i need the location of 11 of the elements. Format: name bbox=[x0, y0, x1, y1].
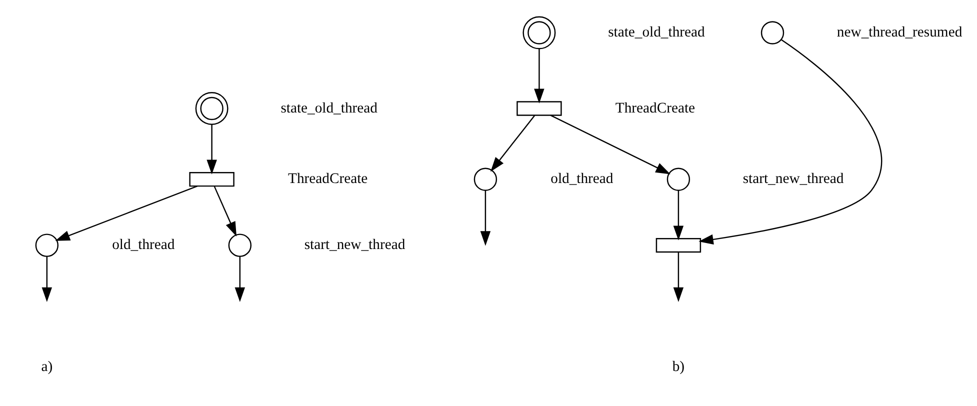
node-label: new_thread_resumed bbox=[836, 24, 962, 41]
node-label: state_old_thread bbox=[280, 100, 378, 116]
node-label: state_old_thread bbox=[608, 24, 705, 41]
node-label: old_thread bbox=[112, 237, 175, 254]
label: b) bbox=[672, 358, 685, 375]
node-label: old_thread bbox=[550, 171, 614, 188]
node-label: start_new_thread bbox=[304, 237, 406, 254]
node-label: ThreadCreate bbox=[615, 100, 696, 116]
node-label: ThreadCreate bbox=[288, 171, 368, 188]
node-label: start_new_thread bbox=[742, 171, 844, 188]
label: a) bbox=[41, 358, 53, 375]
